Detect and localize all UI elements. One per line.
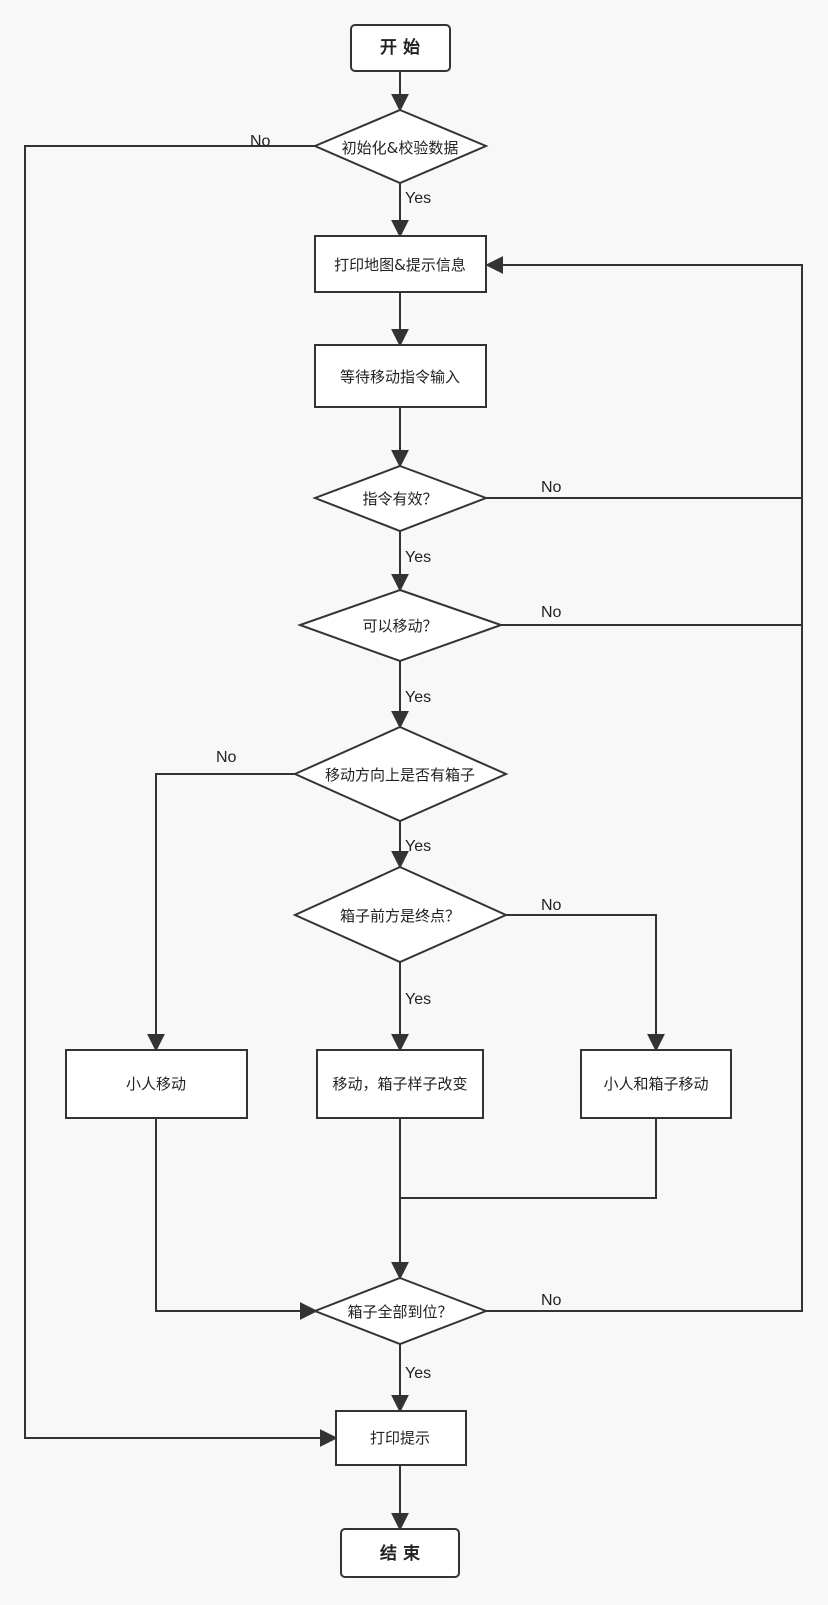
node-can-move — [297, 588, 505, 663]
node-move-change — [316, 1049, 484, 1119]
init-label: 初始化&校验数据 — [342, 139, 459, 157]
node-wait-input — [314, 344, 487, 408]
label-init-no: No — [250, 133, 271, 150]
wait-input-label: 等待移动指令输入 — [340, 368, 460, 386]
node-valid — [312, 464, 489, 533]
label-canmove-yes: Yes — [405, 689, 431, 706]
node-man-box-move — [580, 1049, 732, 1119]
label-hasbox-yes: Yes — [405, 838, 431, 855]
node-texts: 开 始 初始化&校验数据 打印地图&提示信息 等待移动指令输入 指令有效？ 可以… — [126, 37, 709, 1564]
edge-init-no-print-tip — [24, 145, 338, 1447]
man-box-move-label: 小人和箱子移动 — [603, 1075, 708, 1093]
nodes — [65, 24, 732, 1578]
edge-front-no-manbox — [506, 914, 665, 1052]
node-front-end — [292, 865, 509, 964]
start-label: 开 始 — [380, 37, 420, 58]
has-box-label: 移动方向上是否有箱子 — [325, 766, 475, 784]
label-allin-yes: Yes — [405, 1365, 431, 1382]
edge-manmove-allin — [155, 1118, 318, 1320]
label-front-yes: Yes — [405, 991, 431, 1008]
edge-allin-no — [486, 498, 803, 1312]
node-print-map — [314, 235, 487, 293]
node-print-tip — [335, 1410, 467, 1466]
node-init — [312, 108, 489, 185]
edge-valid-no-loop — [485, 256, 803, 499]
move-change-label: 移动，箱子样子改变 — [332, 1075, 467, 1093]
label-valid-yes: Yes — [405, 549, 431, 566]
label-init-yes: Yes — [405, 190, 431, 207]
label-valid-no: No — [541, 479, 562, 496]
node-start — [350, 24, 451, 72]
front-end-label: 箱子前方是终点？ — [340, 907, 460, 925]
label-allin-no: No — [541, 1292, 562, 1309]
label-hasbox-no: No — [216, 749, 237, 766]
node-has-box — [292, 725, 509, 823]
valid-label: 指令有效？ — [362, 490, 437, 508]
end-label: 结 束 — [380, 1543, 420, 1564]
print-tip-label: 打印提示 — [370, 1429, 430, 1447]
edge-hasbox-no-manmove — [147, 773, 295, 1052]
all-in-label: 箱子全部到位？ — [347, 1303, 452, 1321]
label-canmove-no: No — [541, 604, 562, 621]
edges — [24, 71, 803, 1531]
man-move-label: 小人移动 — [126, 1075, 186, 1093]
label-front-no: No — [541, 897, 562, 914]
node-man-move — [65, 1049, 248, 1119]
print-map-label: 打印地图&提示信息 — [334, 256, 466, 274]
node-all-in — [312, 1276, 489, 1346]
node-end — [340, 1528, 460, 1578]
edge-manbox-join — [400, 1118, 657, 1199]
can-move-label: 可以移动？ — [362, 617, 437, 635]
edge-labels: No Yes No Yes No Yes No Yes No Yes No Ye… — [216, 133, 562, 1382]
